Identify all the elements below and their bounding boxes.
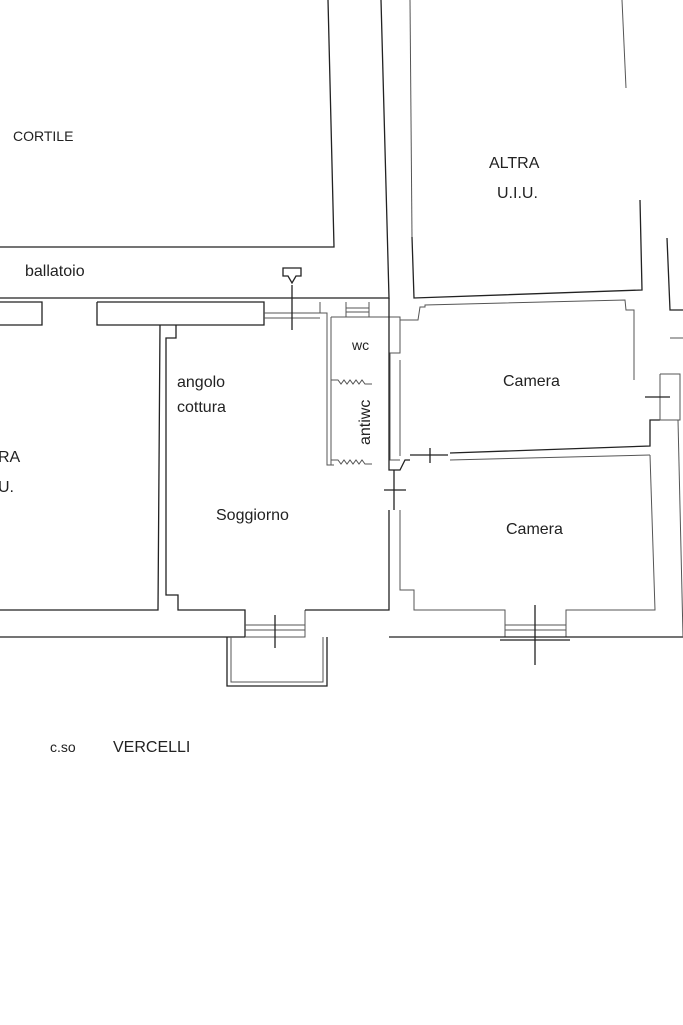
label-living: Soggiorno	[216, 507, 289, 524]
walls	[0, 0, 683, 687]
label-other-unit-top-1: ALTRA	[489, 155, 540, 172]
label-bedroom-1: Camera	[503, 373, 560, 390]
label-bedroom-2: Camera	[506, 521, 563, 538]
label-other-unit-left-2: U.	[0, 479, 14, 496]
label-other-unit-top-2: U.I.U.	[497, 185, 538, 202]
label-wc: wc	[351, 337, 369, 353]
label-other-unit-left-1: RA	[0, 449, 21, 466]
label-antiwc: antiwc	[357, 400, 374, 445]
label-courtyard: CORTILE	[13, 128, 73, 144]
label-balcony: ballatoio	[25, 263, 85, 280]
label-kitchen-2: cottura	[177, 399, 226, 416]
label-kitchen-1: angolo	[177, 374, 225, 391]
label-street-name: VERCELLI	[113, 739, 190, 756]
label-street-prefix: c.so	[50, 739, 76, 755]
